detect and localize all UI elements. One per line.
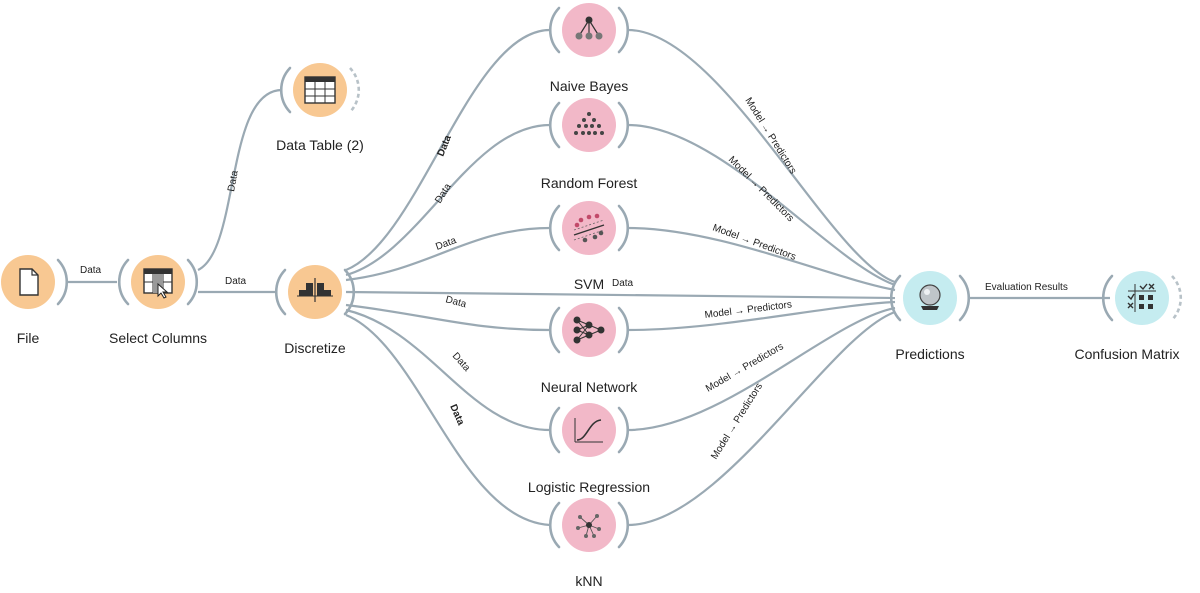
node-label: Logistic Regression [528,479,650,495]
crystal-ball-icon [919,284,941,310]
link-discretize-randomforest[interactable] [345,123,551,277]
link-neuralnet-predictions[interactable] [627,300,896,332]
node-label: File [17,330,40,346]
link-label-evaluation-results: Evaluation Results [985,282,1068,293]
link-label-model-predictors: Model → Predictors [711,222,797,262]
link-discretize-neuralnet[interactable] [345,303,551,332]
link-svm-predictions[interactable] [627,226,896,292]
svm-icon [573,213,605,243]
node-svm[interactable]: SVM [549,201,629,292]
link-label-data: Data [612,278,634,289]
link-discretize-logreg[interactable] [345,308,551,432]
node-knn[interactable]: kNN [549,498,629,589]
link-label-data: Data [433,181,454,205]
node-predictions[interactable]: Predictions [890,271,970,362]
node-label: Confusion Matrix [1074,346,1179,362]
node-confusion-matrix[interactable]: Confusion Matrix [1074,271,1182,362]
node-label: SVM [574,276,604,292]
link-label-data: Data [436,134,454,159]
random-forest-icon [574,112,604,135]
link-select-datatable[interactable] [197,88,283,271]
node-logistic-regression[interactable]: Logistic Regression [528,403,650,495]
link-label-data: Data [80,265,102,276]
node-naive-bayes[interactable]: Naive Bayes [549,3,629,94]
discretize-icon [297,278,333,302]
node-data-table-2[interactable]: Data Table (2) [276,63,364,153]
node-random-forest[interactable]: Random Forest [541,98,638,191]
link-label-data: Data [444,294,468,310]
link-randomforest-predictions[interactable] [627,123,896,287]
link-discretize-knn[interactable] [345,313,551,527]
confusion-matrix-icon [1127,283,1156,312]
link-label-model-predictors: Model → Predictors [704,299,792,321]
link-label-data: Data [226,169,241,192]
link-logreg-predictions[interactable] [627,306,896,432]
link-naivebayes-predictions[interactable] [627,28,896,284]
logistic-regression-icon [574,418,603,443]
node-label: Discretize [284,340,346,356]
links [68,28,1110,527]
link-discretize-predictions[interactable] [345,290,896,300]
node-label: Predictions [895,346,964,362]
neural-network-icon [573,316,605,344]
link-label-data: Data [447,403,466,428]
link-label-model-predictors: Model → Predictors [742,96,798,176]
link-discretize-svm[interactable] [345,226,551,282]
link-label-data: Data [450,351,473,374]
node-neural-network[interactable]: Neural Network [541,303,638,395]
node-select-columns[interactable]: Select Columns [109,255,207,346]
link-discretize-naivebayes[interactable] [345,28,551,272]
node-label: Random Forest [541,175,638,191]
node-file[interactable]: File [1,255,68,346]
link-knn-predictions[interactable] [627,310,896,527]
node-label: Naive Bayes [550,78,629,94]
node-label: Select Columns [109,330,207,346]
naive-bayes-icon [575,16,603,40]
link-label-data: Data [225,276,247,287]
node-discretize[interactable]: Discretize [275,265,355,356]
node-label: kNN [575,573,602,589]
link-label-data: Data [434,235,458,253]
knn-icon [576,514,601,538]
node-label: Data Table (2) [276,137,364,153]
node-label: Neural Network [541,379,638,395]
table-icon [304,76,336,104]
select-columns-icon [143,268,173,299]
file-icon [19,268,39,296]
link-label-model-predictors: Model → Predictors [704,341,786,394]
